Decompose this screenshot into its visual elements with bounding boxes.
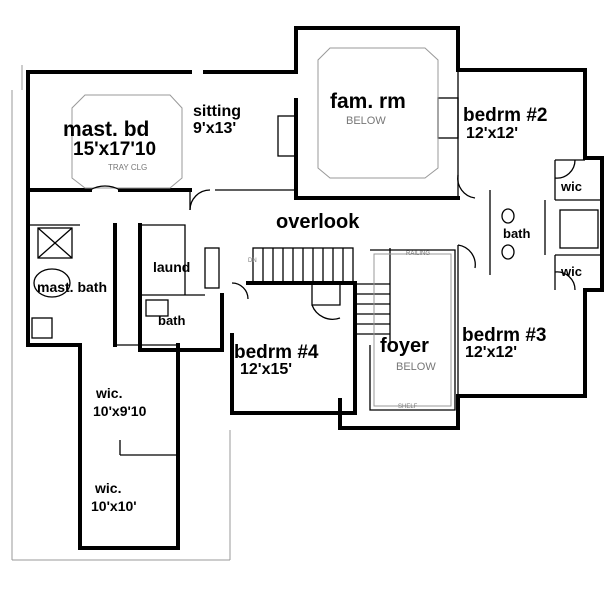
wic-top-label: wic <box>560 179 582 194</box>
foyer-note: BELOW <box>396 361 436 373</box>
wic1-size: 10'x9'10 <box>93 403 147 419</box>
wic1-label: wic. <box>95 385 122 401</box>
bedrm4-label: bedrm #4 <box>234 342 319 363</box>
mast-bd-note: TRAY CLG <box>108 163 147 172</box>
bedrm2-size: 12'x12' <box>466 125 518 142</box>
bedrm4-size: 12'x15' <box>240 361 292 378</box>
wic2-size: 10'x10' <box>91 498 137 514</box>
fam-rm-label: fam. rm <box>330 90 406 113</box>
bedrm2-label: bedrm #2 <box>463 105 547 126</box>
mast-bd-label: mast. bd <box>63 118 149 141</box>
bedrm3-label: bedrm #3 <box>462 325 546 346</box>
bath-right-label: bath <box>503 226 531 241</box>
bedrm3-size: 12'x12' <box>465 344 517 361</box>
annotations: RAILING SHELF DN <box>248 251 430 410</box>
exterior-outline <box>11 65 231 561</box>
laund-label: laund <box>153 259 190 275</box>
sitting-label: sitting <box>193 103 241 120</box>
down-note: DN <box>248 258 257 264</box>
railing-note: RAILING <box>406 251 430 257</box>
walls <box>26 26 604 550</box>
mast-bath-label: mast. bath <box>37 279 107 295</box>
mast-bd-size: 15'x17'10 <box>73 139 156 160</box>
stairs <box>252 247 391 345</box>
shelf-note: SHELF <box>398 404 418 410</box>
fam-rm-note: BELOW <box>346 115 386 127</box>
overlook-label: overlook <box>276 211 360 233</box>
wic2-label: wic. <box>94 480 121 496</box>
bath-mid-label: bath <box>158 313 186 328</box>
room-labels: mast. bd 15'x17'10 TRAY CLG sitting 9'x1… <box>37 90 582 514</box>
foyer-label: foyer <box>380 335 429 357</box>
wic-right-label: wic <box>560 264 582 279</box>
sitting-size: 9'x13' <box>193 120 236 137</box>
